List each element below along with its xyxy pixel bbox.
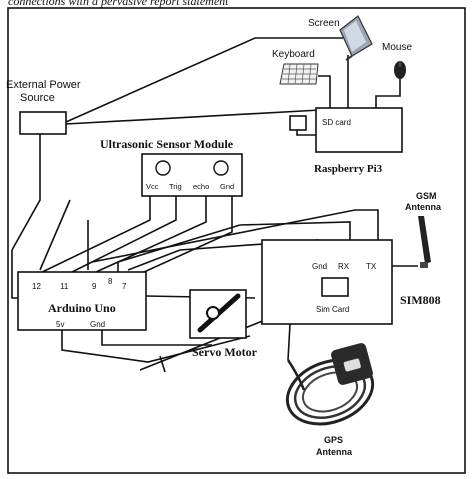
power-label-1: External Power [6, 79, 81, 91]
pin-gnd-arduino: Gnd [90, 320, 105, 329]
servo-motor: Servo Motor [189, 289, 258, 359]
raspberry-pi: SD card Raspberry Pi3 [289, 107, 403, 175]
power-label-2: Source [20, 92, 55, 104]
wire-gnd-servo [101, 330, 212, 346]
wire-small [159, 355, 166, 373]
arduino-label: Arduino Uno [48, 301, 116, 315]
servo-hub [206, 306, 220, 320]
wires [11, 37, 418, 373]
sim808-label: SIM808 [400, 293, 441, 307]
mouse-icon [394, 61, 406, 79]
pin-gnd-sim: Gnd [312, 262, 327, 271]
wire-power-down [11, 134, 41, 251]
pin-8: 8 [108, 277, 113, 286]
gps-label-1: GPS [324, 435, 343, 445]
wire-left-loop [11, 250, 18, 299]
pin-rx: RX [338, 262, 350, 271]
wire-keyboard-raspberry [318, 75, 331, 108]
gps-cable-loop-outer [285, 358, 375, 426]
gsm-antenna-icon [418, 216, 431, 264]
screen-device: Screen [308, 15, 373, 61]
ultrasonic-box [141, 153, 243, 197]
mouse-device: Mouse [382, 42, 412, 79]
servo-label: Servo Motor [192, 345, 258, 359]
pin-7: 7 [122, 282, 127, 291]
gps-label-2: Antenna [316, 447, 353, 457]
sd-card-label: SD card [322, 118, 351, 127]
mouse-label: Mouse [382, 42, 412, 53]
external-power-source: External Power Source [6, 79, 81, 135]
pin-echo: echo [193, 182, 209, 191]
keyboard-device: Keyboard [272, 49, 319, 85]
power-box [19, 111, 67, 135]
arduino-uno: 12 11 9 8 7 Arduino Uno 5v Gnd [17, 271, 147, 331]
sim-card-slot [321, 277, 349, 297]
caption-fragment: connections with a pervasive report stat… [8, 0, 229, 8]
sd-slot [289, 115, 307, 131]
pin-5v: 5v [56, 320, 64, 329]
sim-card-label: Sim Card [316, 305, 349, 314]
raspberry-box [315, 107, 403, 153]
ultrasonic-label: Ultrasonic Sensor Module [100, 137, 234, 151]
sim808-module: Gnd RX TX Sim Card SIM808 [261, 239, 441, 325]
wire-vcc [35, 190, 151, 276]
pin-11: 11 [60, 282, 69, 291]
ultrasonic-sensor: Ultrasonic Sensor Module Vcc Trig echo G… [100, 137, 243, 197]
gsm-antenna: GSM Antenna [405, 191, 442, 268]
wire-9-sim [91, 209, 379, 263]
raspberry-label: Raspberry Pi3 [314, 163, 383, 175]
pin-vcc: Vcc [146, 182, 159, 191]
arduino-box [17, 271, 147, 331]
gps-antenna: GPS Antenna [285, 343, 375, 457]
gsm-label-1: GSM [416, 191, 437, 201]
pin-9: 9 [92, 282, 97, 291]
pin-gnd-us: Gnd [220, 182, 234, 191]
ultrasonic-transducer-right [213, 160, 229, 176]
outer-frame [7, 7, 466, 474]
wire-echo [95, 190, 207, 273]
keyboard-label: Keyboard [272, 49, 315, 60]
wire-power-screen [65, 37, 343, 123]
wire-8-sim [117, 221, 351, 272]
wire-mouse-raspberry [375, 78, 401, 108]
pin-trig: Trig [169, 182, 182, 191]
pin-12: 12 [32, 282, 41, 291]
pin-tx: TX [366, 262, 377, 271]
screen-label: Screen [308, 18, 340, 29]
ultrasonic-transducer-left [155, 160, 171, 176]
wire-12 [39, 199, 71, 271]
wire-trig [65, 190, 177, 276]
gsm-label-2: Antenna [405, 202, 442, 212]
wire-power-raspberry [65, 109, 321, 125]
wire-gps [287, 323, 291, 361]
wire-5v-servo [61, 330, 251, 363]
